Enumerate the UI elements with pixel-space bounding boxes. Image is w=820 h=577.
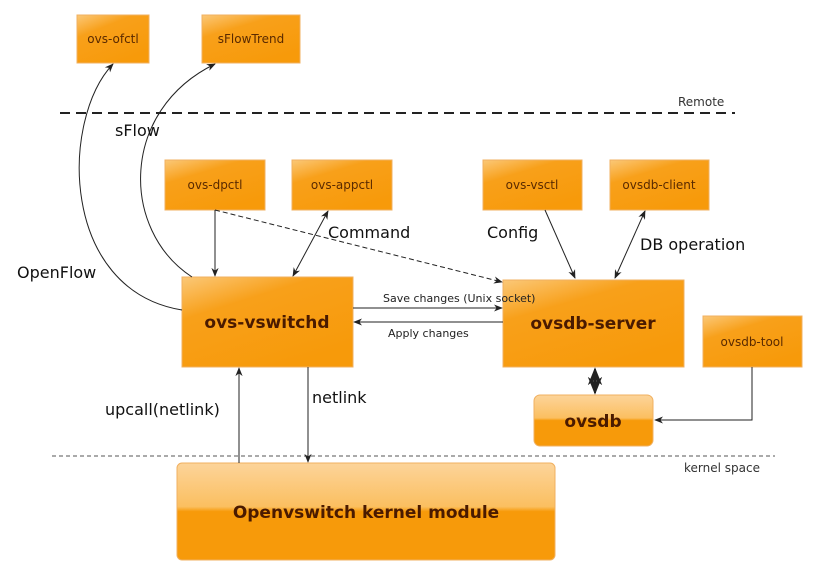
box-ovs-appctl: ovs-appctl xyxy=(291,159,393,211)
box-ovs-vsctl: ovs-vsctl xyxy=(482,159,583,211)
svg-text:ovsdb-tool: ovsdb-tool xyxy=(721,335,784,349)
sflow-arrow xyxy=(140,63,216,278)
box-ovs-ofctl: ovs-ofctl xyxy=(76,14,150,64)
dpctl-dashed-arrow xyxy=(214,209,503,284)
upcall-label: upcall(netlink) xyxy=(105,400,220,419)
openflow-label: OpenFlow xyxy=(17,263,96,282)
svg-text:sFlowTrend: sFlowTrend xyxy=(218,32,285,46)
box-ovsdb-client: ovsdb-client xyxy=(609,159,710,211)
db-operation-label: DB operation xyxy=(640,235,745,254)
box-sflowtrend: sFlowTrend xyxy=(201,14,301,64)
svg-text:ovs-vswitchd: ovs-vswitchd xyxy=(204,313,329,333)
save-changes-label: Save changes (Unix socket) xyxy=(383,292,535,305)
openflow-arrow xyxy=(78,63,183,311)
box-ovsdb: ovsdb xyxy=(533,394,654,447)
command-label: Command xyxy=(328,223,410,242)
kernel-space-label: kernel space xyxy=(684,461,760,475)
box-ovsdb-tool: ovsdb-tool xyxy=(702,315,803,368)
svg-text:ovs-ofctl: ovs-ofctl xyxy=(87,32,138,46)
box-ovs-vswitchd: ovs-vswitchd xyxy=(181,276,354,368)
appctl-arrow xyxy=(292,210,329,277)
svg-text:ovs-vsctl: ovs-vsctl xyxy=(506,178,559,192)
svg-text:ovsdb: ovsdb xyxy=(564,412,621,432)
client-arrow xyxy=(614,210,646,279)
apply-changes-label: Apply changes xyxy=(388,327,469,340)
svg-text:ovs-appctl: ovs-appctl xyxy=(311,178,373,192)
box-kernel-module: Openvswitch kernel module xyxy=(176,462,556,561)
tool-ovsdb-arrow xyxy=(654,367,753,424)
box-ovsdb-server: ovsdb-server xyxy=(502,279,685,368)
svg-text:ovsdb-server: ovsdb-server xyxy=(530,314,656,334)
netlink-label: netlink xyxy=(312,388,367,407)
svg-text:ovs-dpctl: ovs-dpctl xyxy=(188,178,243,192)
box-ovs-dpctl: ovs-dpctl xyxy=(164,159,266,211)
svg-text:Openvswitch kernel module: Openvswitch kernel module xyxy=(233,503,499,523)
svg-text:ovsdb-client: ovsdb-client xyxy=(622,178,696,192)
sflow-label: sFlow xyxy=(115,121,160,140)
remote-label: Remote xyxy=(678,95,724,109)
config-label: Config xyxy=(487,223,538,242)
vsctl-arrow xyxy=(544,209,576,279)
